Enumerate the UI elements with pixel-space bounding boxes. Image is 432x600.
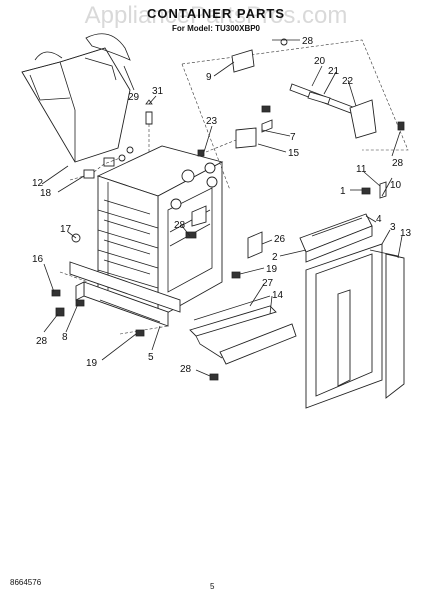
callout-28-bottom: 28 [180,364,192,375]
callout-15: 15 [288,148,300,159]
callout-10: 10 [390,180,402,191]
callout-28-right: 28 [392,158,404,169]
callout-4: 4 [376,214,382,225]
door-top-panel [299,213,373,263]
bracket-7 [205,119,273,153]
model-subtitle: For Model: TU300XBP0 [171,24,260,33]
callout-31: 31 [152,86,164,97]
container-bag [21,33,131,163]
door-frame [305,243,405,409]
container-frame [96,145,224,319]
callout-22: 22 [342,76,354,87]
bag-hardware [69,146,134,181]
callout-16: 16 [32,254,44,265]
callout-11: 11 [356,164,367,175]
screw-31 [145,99,153,165]
callout-28-top: 28 [302,36,314,47]
callout-19-upper: 19 [266,264,278,275]
callout-8: 8 [62,332,68,343]
callout-26: 26 [274,234,286,245]
callout-5: 5 [148,352,154,363]
callout-2: 2 [272,252,278,263]
drawer-handle [189,295,297,365]
watermark: AppliancePartsPros.com [84,2,348,29]
callout-20: 20 [314,56,326,67]
callout-19-lower: 19 [86,358,98,369]
callout-28-left: 28 [36,336,48,347]
page-number: 5 [210,582,215,591]
top-rail [181,38,409,191]
callout-28-mid: 28 [174,220,186,231]
callout-27: 27 [262,278,274,289]
callout-9: 9 [206,72,212,83]
callout-13: 13 [400,228,412,239]
callout-3: 3 [390,222,396,233]
callout-21: 21 [328,66,340,77]
callout-23: 23 [206,116,218,127]
callout-labels: 28 9 20 21 22 29 31 23 7 15 28 12 18 1 1… [32,36,412,375]
leader-lines [41,39,403,377]
callout-12: 12 [32,178,44,189]
callout-18: 18 [40,188,52,199]
document-number: 8664576 [10,578,42,587]
bracket-26 [191,205,263,259]
callout-29: 29 [128,92,140,103]
callout-14: 14 [272,290,284,301]
base-assembly [59,261,181,335]
page-title: CONTAINER PARTS [146,6,286,21]
callout-17: 17 [60,224,72,235]
callout-1: 1 [340,186,346,197]
callout-7: 7 [290,132,296,143]
